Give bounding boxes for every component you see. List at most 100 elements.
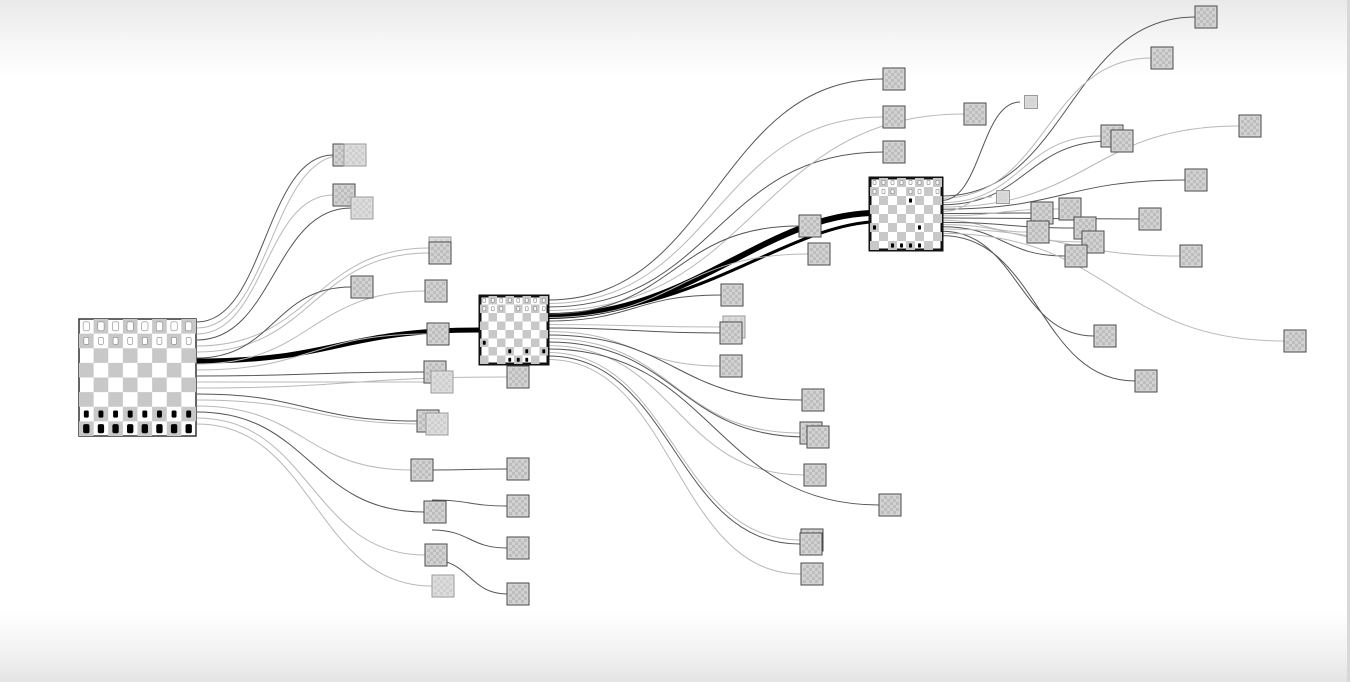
- thumbnail-square: [1090, 248, 1093, 251]
- position-thumbnail-icon[interactable]: [882, 140, 906, 164]
- position-thumbnail-icon[interactable]: [506, 365, 530, 389]
- thumbnail-square: [737, 369, 740, 372]
- position-thumbnail-icon[interactable]: [1024, 95, 1038, 109]
- position-thumbnail-icon[interactable]: [798, 214, 822, 238]
- position-thumbnail-icon[interactable]: [506, 457, 530, 481]
- thumbnail-square: [433, 561, 436, 564]
- thumbnail-square: [427, 561, 430, 564]
- thumbnail-square: [362, 284, 365, 287]
- thumbnail-square: [816, 217, 819, 220]
- position-thumbnail-icon[interactable]: [1026, 220, 1050, 244]
- thumbnail-square: [1034, 100, 1036, 102]
- position-thumbnail-icon[interactable]: [719, 354, 743, 378]
- thumbnail-square: [433, 291, 436, 294]
- position-thumbnail-icon[interactable]: [426, 322, 450, 346]
- position-thumbnail-icon[interactable]: [431, 574, 455, 598]
- thumbnail-square: [731, 369, 734, 372]
- board-square: [137, 392, 153, 407]
- thumbnail-square: [1152, 372, 1155, 375]
- position-thumbnail-icon[interactable]: [1093, 324, 1117, 348]
- position-thumbnail-icon[interactable]: [1110, 129, 1134, 153]
- thumbnail-square: [896, 508, 899, 511]
- position-thumbnail-icon[interactable]: [1194, 5, 1218, 29]
- thumbnail-square: [432, 325, 435, 328]
- position-thumbnail-icon[interactable]: [807, 242, 831, 266]
- thumbnail-square: [981, 117, 984, 120]
- thumbnail-square: [734, 339, 737, 342]
- position-thumbnail-icon[interactable]: [799, 532, 823, 556]
- thumbnail-square: [509, 548, 512, 551]
- position-thumbnail-icon[interactable]: [719, 321, 743, 345]
- board-square: [79, 362, 94, 378]
- board-square: [514, 321, 523, 330]
- position-thumbnail-icon[interactable]: [424, 279, 448, 303]
- thumbnail-square: [806, 565, 809, 568]
- position-thumbnail-icon[interactable]: [506, 582, 530, 606]
- thumbnail-square: [1156, 61, 1159, 64]
- position-thumbnail-icon[interactable]: [343, 143, 367, 167]
- thumbnail-square: [437, 427, 440, 430]
- thumbnail-square: [900, 114, 903, 117]
- thumbnail-square: [512, 597, 515, 600]
- position-board-level-1[interactable]: [478, 294, 550, 366]
- thumbnail-square: [416, 461, 419, 464]
- position-thumbnail-icon[interactable]: [882, 67, 906, 91]
- board-square: [531, 355, 540, 364]
- position-thumbnail-icon[interactable]: [410, 458, 434, 482]
- position-thumbnail-icon[interactable]: [878, 493, 902, 517]
- thumbnail-square: [735, 295, 738, 298]
- starting-position-board[interactable]: [78, 318, 197, 437]
- position-thumbnail-icon[interactable]: [801, 388, 825, 412]
- position-thumbnail-icon[interactable]: [506, 494, 530, 518]
- thumbnail-square: [897, 85, 900, 88]
- white-piece-icon: [156, 337, 163, 345]
- position-thumbnail-icon[interactable]: [1134, 369, 1158, 393]
- thumbnail-square: [813, 251, 816, 254]
- position-thumbnail-icon[interactable]: [800, 562, 824, 586]
- position-thumbnail-icon[interactable]: [350, 275, 374, 299]
- position-thumbnail-icon[interactable]: [332, 183, 356, 207]
- position-thumbnail-icon[interactable]: [1058, 197, 1082, 221]
- position-thumbnail-icon[interactable]: [506, 536, 530, 560]
- position-thumbnail-icon[interactable]: [803, 463, 827, 487]
- thumbnail-square: [1141, 225, 1144, 228]
- thumbnail-square: [1106, 139, 1109, 142]
- thumbnail-square: [728, 372, 731, 375]
- position-thumbnail-icon[interactable]: [1184, 168, 1208, 192]
- position-thumbnail-icon[interactable]: [1179, 244, 1203, 268]
- thumbnail-square: [1035, 238, 1038, 241]
- position-thumbnail-icon[interactable]: [720, 283, 744, 307]
- thumbnail-square: [430, 288, 433, 291]
- thumbnail-square: [810, 223, 813, 226]
- position-thumbnail-icon[interactable]: [350, 196, 374, 220]
- thumbnail-square: [1301, 332, 1304, 335]
- position-thumbnail-icon[interactable]: [1064, 244, 1088, 268]
- position-thumbnail-icon[interactable]: [1238, 114, 1262, 138]
- position-thumbnail-icon[interactable]: [882, 105, 906, 129]
- position-thumbnail-icon[interactable]: [963, 102, 987, 126]
- position-thumbnail-icon[interactable]: [1138, 207, 1162, 231]
- position-thumbnail-icon[interactable]: [423, 500, 447, 524]
- position-thumbnail-icon[interactable]: [806, 425, 830, 449]
- thumbnail-square: [1168, 61, 1171, 64]
- position-thumbnail-icon[interactable]: [996, 190, 1010, 204]
- thumbnail-square: [891, 117, 894, 120]
- thumbnail-square: [430, 294, 433, 297]
- position-thumbnail-icon[interactable]: [425, 412, 449, 436]
- thumbnail-square: [1146, 378, 1149, 381]
- position-board-level-2[interactable]: [868, 176, 944, 252]
- black-piece-icon: [890, 243, 895, 248]
- thumbnail-square: [352, 161, 355, 164]
- thumbnail-square: [1165, 64, 1168, 67]
- thumbnail-square: [441, 328, 444, 331]
- position-thumbnail-icon[interactable]: [424, 543, 448, 567]
- position-thumbnail-icon[interactable]: [428, 241, 452, 265]
- position-thumbnail-icon[interactable]: [1150, 46, 1174, 70]
- position-thumbnail-icon[interactable]: [430, 370, 454, 394]
- thumbnail-square: [1253, 120, 1256, 123]
- black-piece-icon: [127, 410, 133, 418]
- thumbnail-square: [1137, 375, 1140, 378]
- position-thumbnail-icon[interactable]: [1283, 329, 1307, 353]
- thumbnail-square: [888, 70, 891, 73]
- thumbnail-square: [1070, 247, 1073, 250]
